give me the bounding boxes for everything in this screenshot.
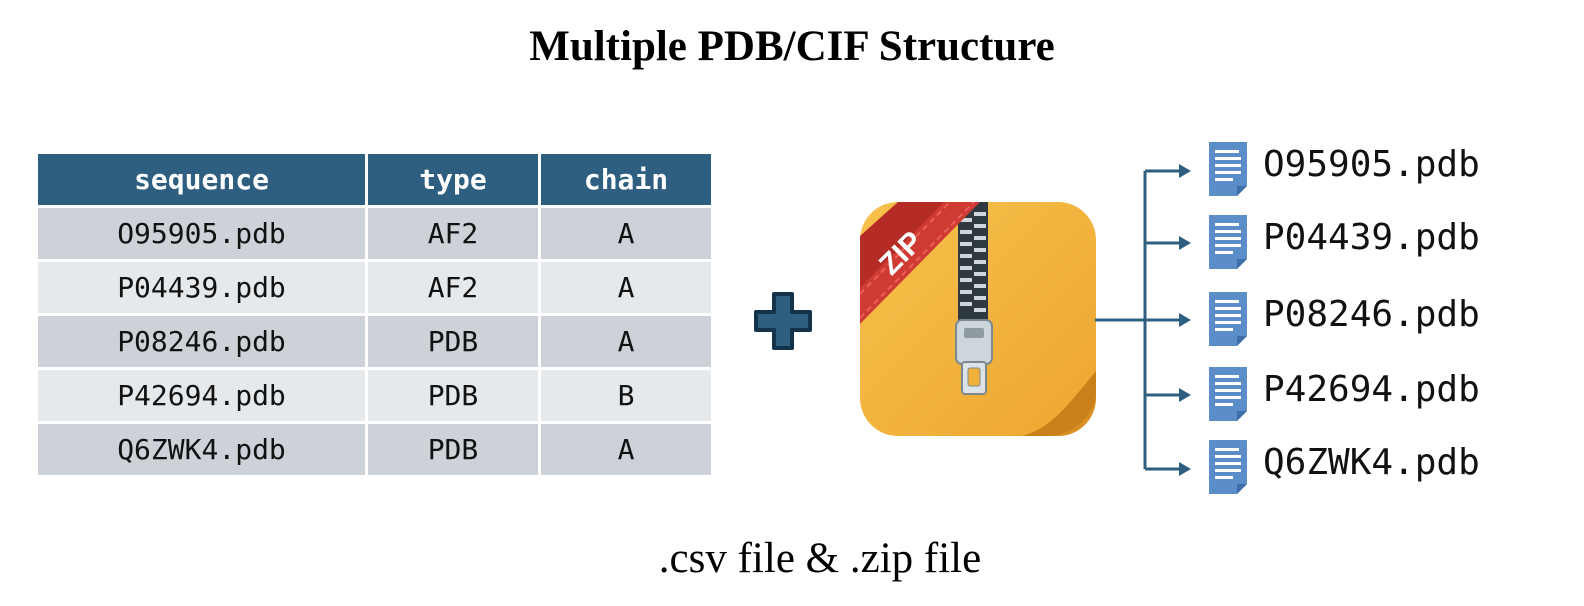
cell-chain: A [541,424,711,475]
document-icon [1209,367,1247,421]
document-icon [1209,440,1247,494]
cell-chain: B [541,370,711,421]
column-header-sequence: sequence [38,154,365,205]
document-icon [1209,292,1247,346]
figure-title: Multiple PDB/CIF Structure [529,23,1055,70]
column-header-chain: chain [541,154,711,205]
zip-file-name: P08246.pdb [1263,294,1480,335]
arrow-head [1179,462,1191,476]
cell-type: PDB [368,316,538,367]
arrow-head [1179,164,1191,178]
zip-file-name: O95905.pdb [1263,144,1480,185]
zip-file-name: P42694.pdb [1263,369,1480,410]
cell-type: AF2 [368,262,538,313]
csv-table: sequence type chain O95905.pdb AF2 A P04… [35,151,714,478]
cell-sequence: P04439.pdb [38,262,365,313]
table-row: P42694.pdb PDB B [38,370,711,421]
table-row: P04439.pdb AF2 A [38,262,711,313]
zip-file-name: Q6ZWK4.pdb [1263,442,1480,483]
cell-type: PDB [368,424,538,475]
arrow-head [1179,236,1191,250]
cell-sequence: O95905.pdb [38,208,365,259]
zip-file-name: P04439.pdb [1263,217,1480,258]
table-row: P08246.pdb PDB A [38,316,711,367]
cell-chain: A [541,208,711,259]
column-header-type: type [368,154,538,205]
arrow-head [1179,313,1191,327]
cell-type: AF2 [368,208,538,259]
cell-chain: A [541,262,711,313]
document-icon [1209,215,1247,269]
cell-sequence: Q6ZWK4.pdb [38,424,365,475]
document-icon [1209,142,1247,196]
cell-chain: A [541,316,711,367]
table-row: O95905.pdb AF2 A [38,208,711,259]
figure-caption: .csv file & .zip file [658,535,982,582]
zip-archive-icon: ZIP [860,202,1096,436]
plus-icon [754,292,812,350]
cell-sequence: P08246.pdb [38,316,365,367]
cell-type: PDB [368,370,538,421]
cell-sequence: P42694.pdb [38,370,365,421]
table-header-row: sequence type chain [38,154,711,205]
table-row: Q6ZWK4.pdb PDB A [38,424,711,475]
file-tree-connector [1095,164,1191,476]
arrow-head [1179,388,1191,402]
